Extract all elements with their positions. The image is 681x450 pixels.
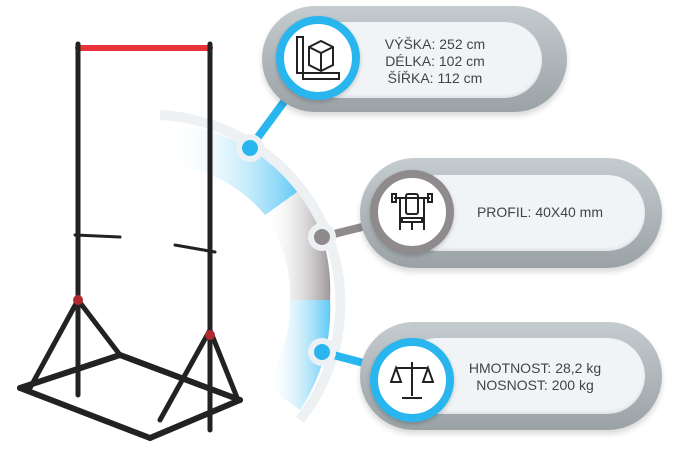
profile-value: PROFIL: 40X40 mm (476, 204, 604, 220)
bench-press-icon (370, 170, 454, 254)
width-value: ŠÍŘKA: 112 cm (387, 70, 483, 86)
connector-dot-1 (236, 134, 264, 162)
profile-text: PROFIL: 40X40 mm (455, 204, 625, 221)
weight-value: HMOTNOST: 28,2 kg (468, 360, 602, 376)
capacity-value: NOSNOST: 200 kg (476, 377, 594, 393)
height-value: VÝŠKA: 252 cm (384, 36, 486, 52)
scales-icon (370, 338, 454, 422)
connector-dot-3 (308, 338, 336, 366)
connector-dot-2 (308, 223, 336, 251)
weight-text: HMOTNOST: 28,2 kg NOSNOST: 200 kg (450, 360, 620, 394)
pull-up-rack-image (17, 41, 243, 441)
dimensions-icon (276, 16, 360, 100)
dimensions-text: VÝŠKA: 252 cm DÉLKA: 102 cm ŠÍŘKA: 112 c… (350, 36, 520, 87)
length-value: DÉLKA: 102 cm (385, 53, 485, 69)
